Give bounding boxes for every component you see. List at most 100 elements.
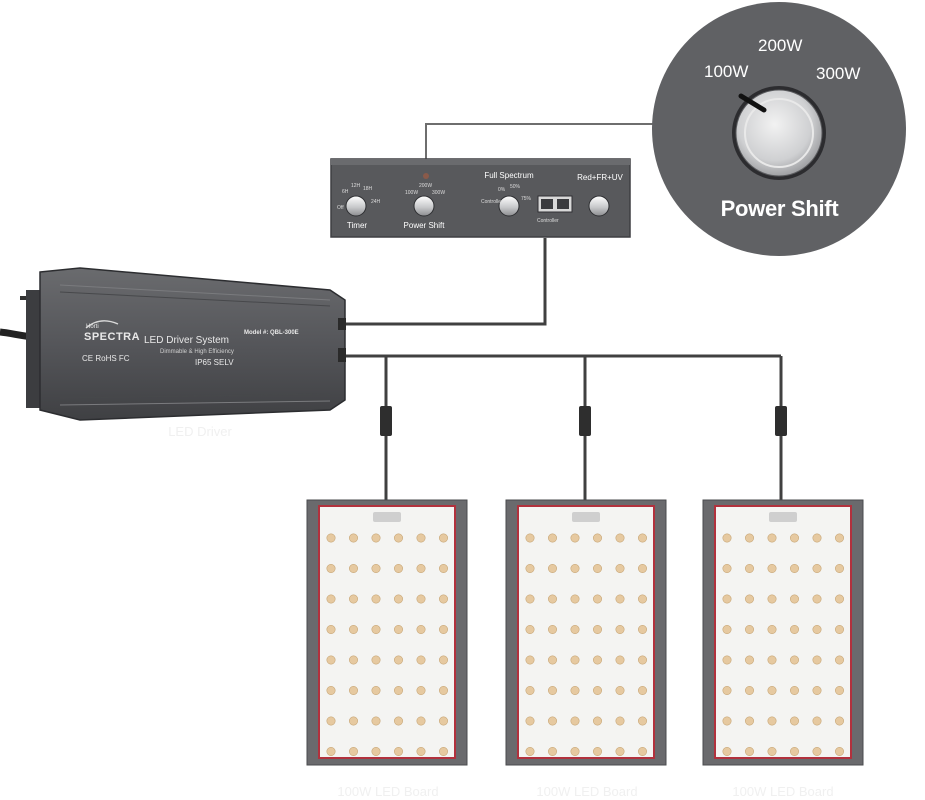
led-chip bbox=[789, 533, 799, 543]
led-chip bbox=[592, 594, 602, 604]
inline-connector-2 bbox=[579, 406, 591, 436]
zoom-title: Power Shift bbox=[720, 196, 839, 221]
knob-pointer bbox=[738, 93, 767, 113]
led-chip bbox=[371, 746, 381, 756]
led-chip bbox=[326, 563, 336, 573]
led-chip bbox=[525, 563, 535, 573]
led-chip bbox=[371, 533, 381, 543]
led-chip bbox=[722, 716, 732, 726]
led-chip bbox=[615, 563, 625, 573]
led-chip bbox=[637, 563, 647, 573]
full-spectrum-knob bbox=[498, 195, 520, 217]
led-chip bbox=[812, 655, 822, 665]
power-shift-knob bbox=[413, 195, 435, 217]
power-tick-1: 200W bbox=[419, 183, 433, 189]
led-chip bbox=[722, 594, 732, 604]
led-chip bbox=[547, 716, 557, 726]
dim-tick-3: 75% bbox=[521, 196, 532, 202]
led-chip bbox=[637, 685, 647, 695]
driver-system-title: LED Driver System bbox=[144, 335, 230, 346]
timer-tick-1: 6H bbox=[342, 189, 349, 195]
led-chip bbox=[834, 533, 844, 543]
inline-connector-3 bbox=[775, 406, 787, 436]
led-chip bbox=[570, 624, 580, 634]
timer-tick-2: 12H bbox=[351, 183, 361, 189]
led-chip bbox=[547, 594, 557, 604]
led-chip bbox=[615, 655, 625, 665]
led-chip bbox=[570, 563, 580, 573]
power-tick-2: 300W bbox=[432, 190, 446, 196]
led-chip bbox=[525, 746, 535, 756]
led-chip bbox=[547, 746, 557, 756]
led-chip bbox=[525, 594, 535, 604]
led-chip bbox=[525, 624, 535, 634]
led-chip bbox=[637, 716, 647, 726]
led-chip bbox=[547, 624, 557, 634]
led-chip bbox=[438, 655, 448, 665]
controller-box bbox=[330, 158, 631, 238]
led-chip bbox=[393, 716, 403, 726]
led-chip bbox=[438, 563, 448, 573]
driver-certs: CE RoHS FC bbox=[82, 354, 130, 363]
led-chip bbox=[592, 716, 602, 726]
led-chip bbox=[393, 594, 403, 604]
led-chip bbox=[371, 624, 381, 634]
led-chip bbox=[525, 685, 535, 695]
brand-small: Horti bbox=[86, 324, 99, 330]
power-tick-0: 100W bbox=[405, 190, 419, 196]
led-chip bbox=[789, 716, 799, 726]
led-chip bbox=[438, 685, 448, 695]
led-chip bbox=[812, 624, 822, 634]
led-chip bbox=[371, 655, 381, 665]
led-chip bbox=[834, 685, 844, 695]
led-chip bbox=[592, 685, 602, 695]
led-chip bbox=[592, 533, 602, 543]
led-chip bbox=[637, 594, 647, 604]
led-chip bbox=[371, 716, 381, 726]
led-chip bbox=[812, 594, 822, 604]
led-chip bbox=[371, 685, 381, 695]
led-chip bbox=[767, 746, 777, 756]
led-chip bbox=[348, 716, 358, 726]
led-chip bbox=[326, 685, 336, 695]
led-chip bbox=[767, 655, 777, 665]
led-boards bbox=[306, 499, 864, 766]
timer-tick-0: Off bbox=[337, 205, 344, 211]
led-chip bbox=[789, 655, 799, 665]
led-chip bbox=[326, 594, 336, 604]
dim-tick-0: Controller bbox=[481, 199, 503, 205]
dim-tick-1: 0% bbox=[498, 187, 506, 193]
power-shift-zoom bbox=[652, 2, 906, 256]
led-chip bbox=[834, 624, 844, 634]
led-chip bbox=[592, 563, 602, 573]
led-chip bbox=[326, 655, 336, 665]
timer-label: Timer bbox=[346, 221, 368, 230]
led-chip bbox=[393, 624, 403, 634]
led-chip bbox=[767, 563, 777, 573]
led-chip bbox=[416, 716, 426, 726]
led-chip bbox=[547, 655, 557, 665]
led-chip bbox=[525, 716, 535, 726]
full-spectrum-label: Full Spectrum bbox=[484, 171, 534, 180]
led-chip bbox=[789, 624, 799, 634]
led-chip bbox=[744, 716, 754, 726]
led-driver bbox=[0, 267, 346, 421]
led-chip bbox=[744, 655, 754, 665]
board-caption-3: 100W LED Board bbox=[732, 784, 834, 799]
led-chip bbox=[438, 594, 448, 604]
zoom-label-100w: 100W bbox=[704, 62, 749, 81]
led-chip bbox=[744, 624, 754, 634]
board-caption-1: 100W LED Board bbox=[337, 784, 439, 799]
driver-caption: LED Driver bbox=[168, 424, 232, 439]
led-chip bbox=[789, 685, 799, 695]
led-chip bbox=[438, 746, 448, 756]
led-chip bbox=[744, 533, 754, 543]
timer-tick-4: 24H bbox=[371, 199, 381, 205]
led-chip bbox=[348, 624, 358, 634]
led-chip bbox=[438, 533, 448, 543]
led-board-1 bbox=[306, 499, 468, 766]
led-chip bbox=[722, 746, 732, 756]
driver-rating: IP65 SELV bbox=[195, 358, 234, 367]
led-chip bbox=[615, 624, 625, 634]
